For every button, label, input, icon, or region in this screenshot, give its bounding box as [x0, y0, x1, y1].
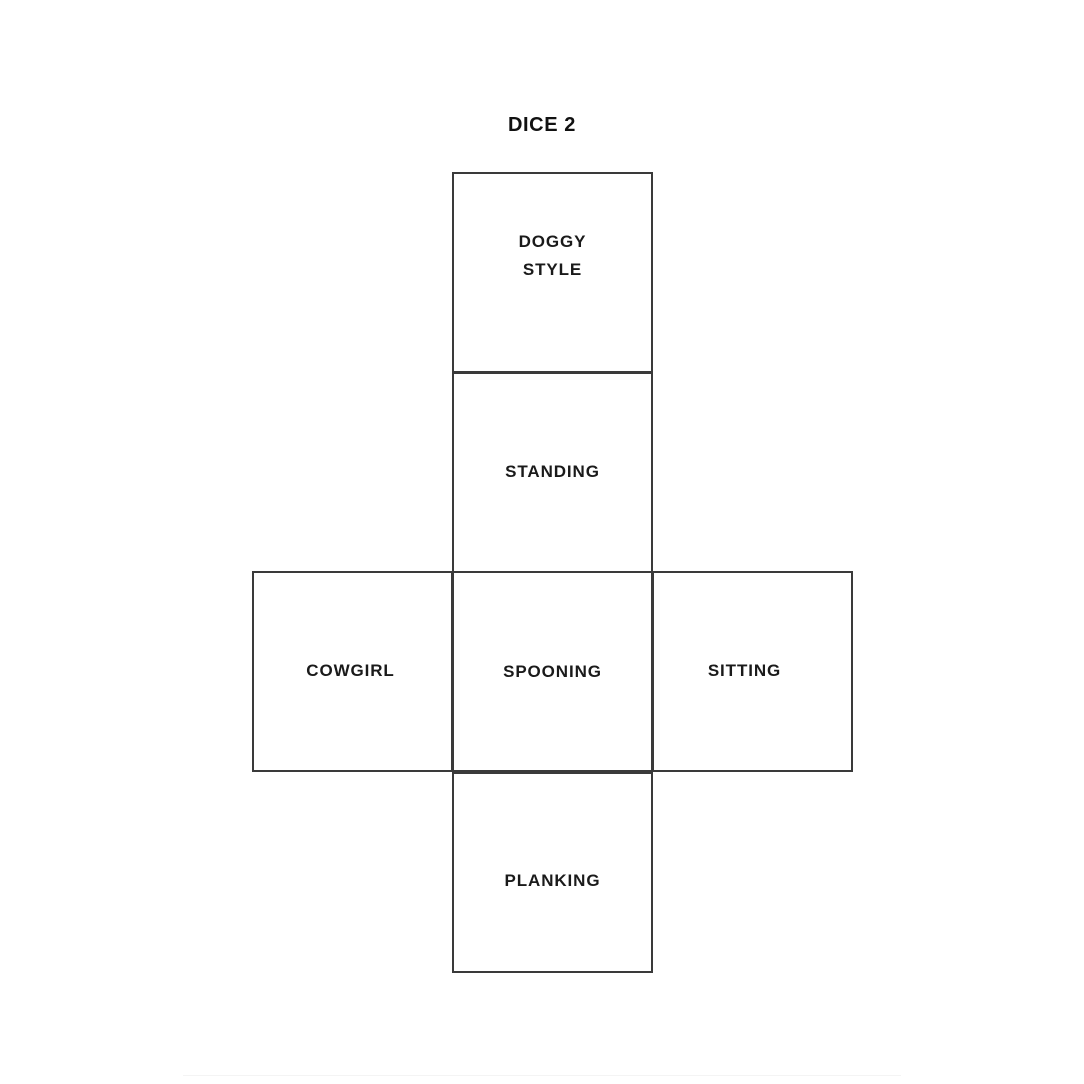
die-face-label: PLANKING [504, 870, 601, 890]
die-face-label: SPOONING [503, 661, 602, 681]
page-title: DICE 2 [507, 114, 577, 136]
die-face-label: SITTING [707, 660, 782, 680]
die-face-standing[interactable]: STANDING [452, 372, 653, 573]
bottom-divider [183, 1075, 901, 1076]
die-face-label: COWGIRL [306, 660, 395, 680]
die-face-sitting[interactable]: SITTING [652, 571, 853, 772]
die-face-cowgirl[interactable]: COWGIRL [252, 571, 453, 772]
die-face-label: DOGGY STYLE [518, 231, 587, 279]
die-face-doggy-style[interactable]: DOGGY STYLE [452, 172, 653, 373]
die-face-spooning[interactable]: SPOONING [452, 571, 653, 772]
die-face-planking[interactable]: PLANKING [452, 772, 653, 973]
die-face-label: STANDING [505, 461, 600, 481]
